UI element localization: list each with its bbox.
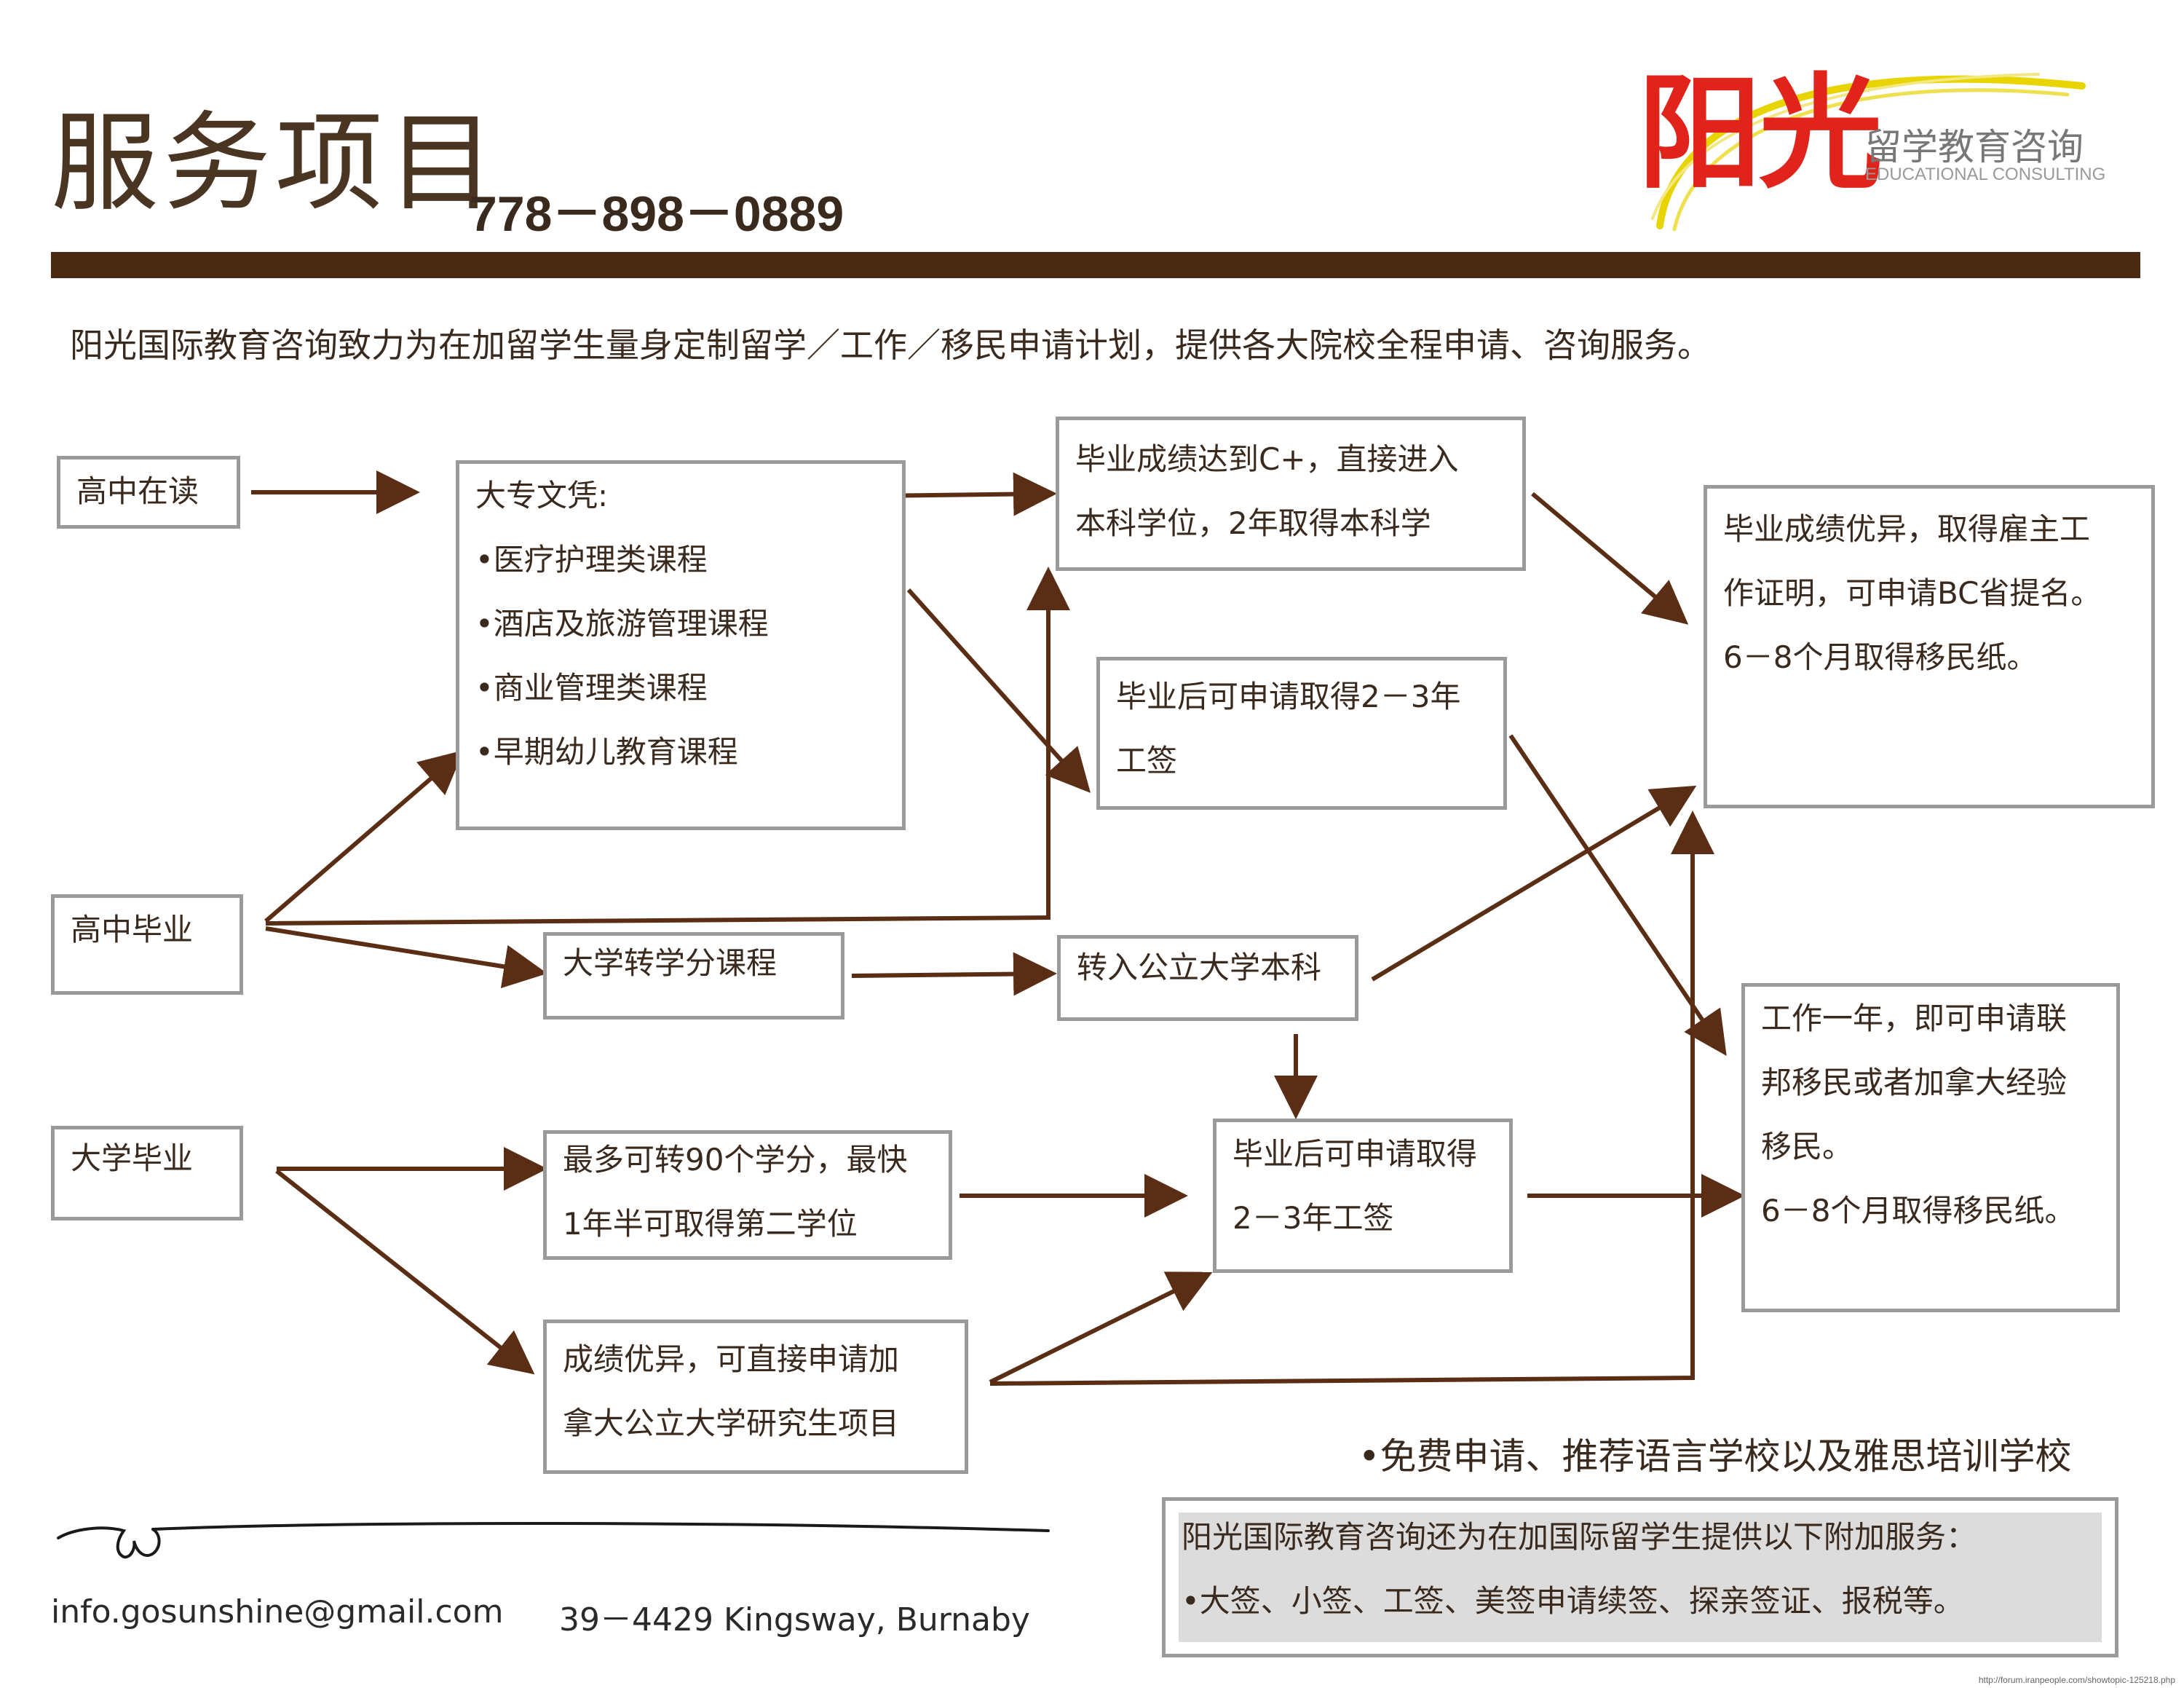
box-text-line: •早期幼儿教育课程 bbox=[475, 734, 738, 770]
box-text-line: 作证明，可申请BC省提名。 bbox=[1723, 575, 2102, 611]
box-text-line: •酒店及旅游管理课程 bbox=[475, 606, 769, 642]
box-text-line: 毕业后可申请取得2－3年 bbox=[1116, 679, 1461, 714]
arrow bbox=[906, 588, 1091, 793]
arrow bbox=[989, 1271, 1213, 1384]
arrow bbox=[1508, 734, 1727, 1056]
box-text-line: 毕业成绩优异，取得雇主工 bbox=[1723, 511, 2091, 547]
box-transfer-credit-course: 大学转学分课程 bbox=[543, 932, 844, 1019]
arrow bbox=[1371, 785, 1697, 982]
arrow bbox=[265, 567, 1070, 926]
logo-subtitle: 留学教育咨询 bbox=[1865, 126, 2084, 168]
additional-services-title: 阳光国际教育咨询还为在加国际留学生提供以下附加服务： bbox=[1182, 1519, 1977, 1555]
box-text-line: 成绩优异，可直接申请加 bbox=[563, 1341, 900, 1377]
box-text-line: 大专文凭: bbox=[475, 478, 609, 513]
box-text-line: 本科学位，2年取得本科学 bbox=[1075, 505, 1431, 541]
box-text-line: 邦移民或者加拿大经验 bbox=[1761, 1065, 2068, 1100]
additional-services-background bbox=[1179, 1513, 2102, 1642]
box-text-line: 大学毕业 bbox=[71, 1140, 194, 1176]
arrow bbox=[851, 952, 1057, 996]
box-text-line: 转入公立大学本科 bbox=[1077, 950, 1322, 985]
box-text-line: 大学转学分课程 bbox=[563, 945, 778, 981]
box-text-line: 工作一年，即可申请联 bbox=[1761, 1001, 2068, 1036]
email-link[interactable]: info.gosunshine@gmail.com bbox=[51, 1593, 504, 1630]
box-transfer-90-credits: 最多可转90个学分，最快 1年半可取得第二学位 bbox=[543, 1130, 952, 1260]
phone-number: 778－898－0889 bbox=[470, 186, 844, 242]
additional-services-list: •大签、小签、工签、美签申请续签、探亲签证、报税等。 bbox=[1182, 1583, 1964, 1619]
box-federal-immigration: 工作一年，即可申请联 邦移民或者加拿大经验 移民。 6－8个月取得移民纸。 bbox=[1741, 983, 2120, 1312]
box-high-school-grad: 高中毕业 bbox=[51, 894, 243, 995]
logo-text: 阳光 bbox=[1638, 60, 1883, 206]
box-work-permit-diploma: 毕业后可申请取得2－3年 工签 bbox=[1096, 657, 1507, 810]
additional-services-box: 阳光国际教育咨询还为在加国际留学生提供以下附加服务： •大签、小签、工签、美签申… bbox=[1162, 1497, 2118, 1657]
logo-english: EDUCATIONAL CONSULTING bbox=[1865, 165, 2106, 184]
box-text-line: 工签 bbox=[1116, 743, 1178, 778]
page-title: 服务项目 bbox=[51, 100, 499, 226]
logo-swoosh-icon bbox=[1651, 73, 2086, 232]
signature-icon bbox=[57, 1522, 1050, 1559]
arrow bbox=[1531, 492, 1689, 625]
arrow bbox=[275, 1169, 535, 1375]
arrow bbox=[989, 811, 1714, 1386]
box-text-line: 毕业后可申请取得 bbox=[1233, 1136, 1478, 1172]
header-divider bbox=[51, 252, 2140, 278]
box-high-school-current: 高中在读 bbox=[57, 456, 240, 529]
box-work-permit-university: 毕业后可申请取得 2－3年工签 bbox=[1213, 1119, 1513, 1273]
box-graduate-program: 成绩优异，可直接申请加 拿大公立大学研究生项目 bbox=[543, 1320, 968, 1474]
arrow bbox=[264, 750, 464, 923]
box-text-line: 高中在读 bbox=[76, 473, 199, 509]
arrow bbox=[265, 926, 547, 989]
box-text-line: •医疗护理类课程 bbox=[475, 542, 708, 577]
box-text-line: 拿大公立大学研究生项目 bbox=[563, 1405, 900, 1441]
box-college-diploma: 大专文凭: •医疗护理类课程 •酒店及旅游管理课程 •商业管理类课程 •早期幼儿… bbox=[456, 460, 906, 830]
box-text-line: 1年半可取得第二学位 bbox=[563, 1206, 858, 1242]
box-public-university: 转入公立大学本科 bbox=[1057, 935, 1358, 1021]
box-grade-c-plus: 毕业成绩达到C+，直接进入 本科学位，2年取得本科学 bbox=[1056, 417, 1526, 571]
box-text-line: 最多可转90个学分，最快 bbox=[563, 1142, 908, 1178]
box-text-line: 毕业成绩达到C+，直接进入 bbox=[1075, 441, 1459, 477]
box-employer-nomination: 毕业成绩优异，取得雇主工 作证明，可申请BC省提名。 6－8个月取得移民纸。 bbox=[1704, 485, 2155, 808]
box-text-line: •商业管理类课程 bbox=[475, 670, 708, 706]
address-text: 39－4429 Kingsway, Burnaby bbox=[559, 1601, 1030, 1638]
source-url: http://forum.iranpeople.com/showtopic-12… bbox=[1978, 1675, 2175, 1685]
intro-text: 阳光国际教育咨询致力为在加留学生量身定制留学／工作／移民申请计划，提供各大院校全… bbox=[70, 326, 1711, 365]
box-text-line: 6－8个月取得移民纸。 bbox=[1761, 1193, 2076, 1228]
logo bbox=[1631, 29, 2097, 248]
box-text-line: 6－8个月取得移民纸。 bbox=[1723, 639, 2038, 675]
box-text-line: 移民。 bbox=[1761, 1129, 1853, 1164]
box-university-grad: 大学毕业 bbox=[51, 1126, 243, 1220]
box-text-line: 高中毕业 bbox=[71, 912, 194, 947]
box-text-line: 2－3年工签 bbox=[1233, 1200, 1394, 1236]
free-service-note: •免费申请、推荐语言学校以及雅思培训学校 bbox=[1358, 1435, 2072, 1478]
